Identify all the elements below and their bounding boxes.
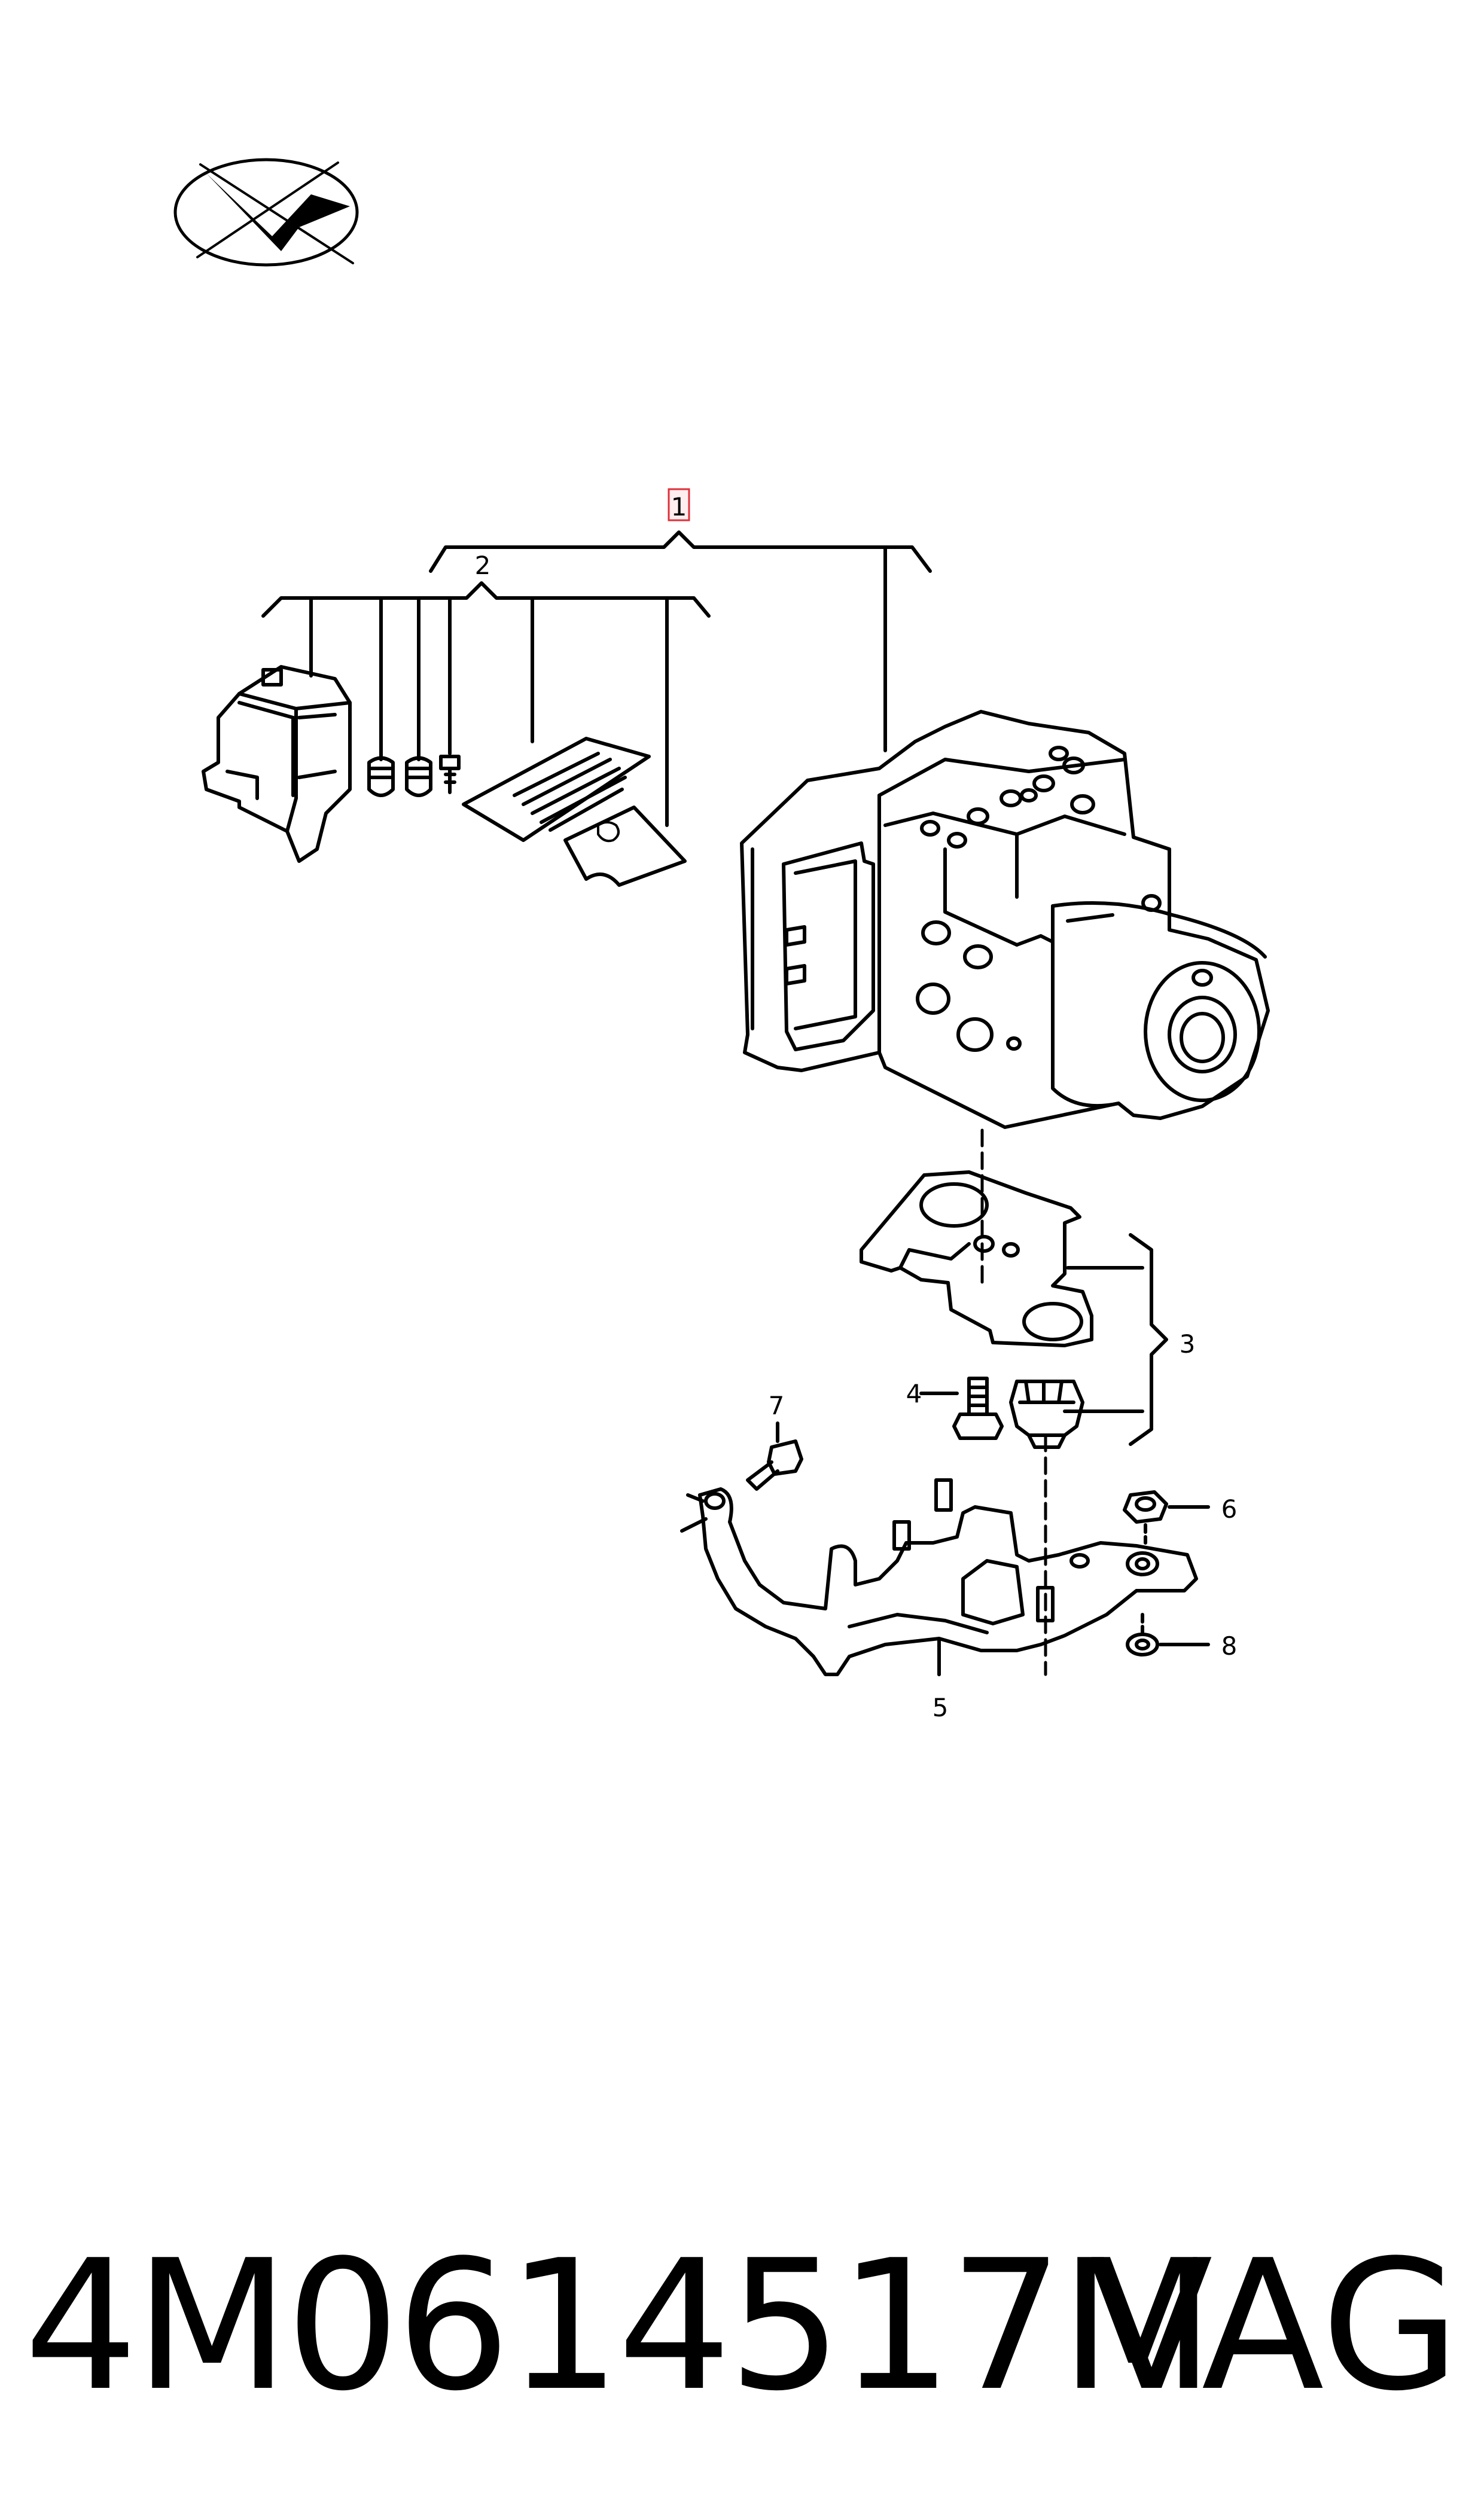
- bracket-1-lines: [429, 530, 932, 752]
- callout-8: 8: [1221, 1631, 1238, 1661]
- orientation-logo-icon: [173, 158, 359, 267]
- brand-name: VAG: [1090, 2222, 1460, 2430]
- callout-1-highlight: [668, 488, 690, 521]
- callout-5: 5: [933, 1693, 949, 1722]
- bracket-3-lines: [1063, 1233, 1168, 1446]
- bolt-part-4: [919, 1377, 1004, 1440]
- control-unit-part: [202, 665, 352, 863]
- washer-part-8: [1126, 1613, 1210, 1656]
- callout-1: 1: [671, 492, 687, 521]
- rubber-damper: [1009, 1380, 1084, 1449]
- bracket-2-lines: [261, 581, 711, 827]
- callout-7: 7: [769, 1391, 785, 1420]
- callout-2: 2: [475, 551, 491, 580]
- abs-unit-main: [740, 710, 1270, 1129]
- mounting-bracket-part: [860, 1170, 1093, 1347]
- instruction-leaflet: [462, 737, 687, 887]
- callout-4: 4: [906, 1379, 922, 1408]
- part-number: 4M0614517M: [24, 2222, 1215, 2430]
- nut-part-6: [1123, 1490, 1210, 1545]
- footer: 4M0614517M VAG: [0, 2219, 1484, 2434]
- callout-3: 3: [1180, 1329, 1196, 1359]
- kit-screws: [367, 755, 461, 797]
- bolt-part-7: [746, 1421, 803, 1491]
- callout-6: 6: [1221, 1494, 1238, 1524]
